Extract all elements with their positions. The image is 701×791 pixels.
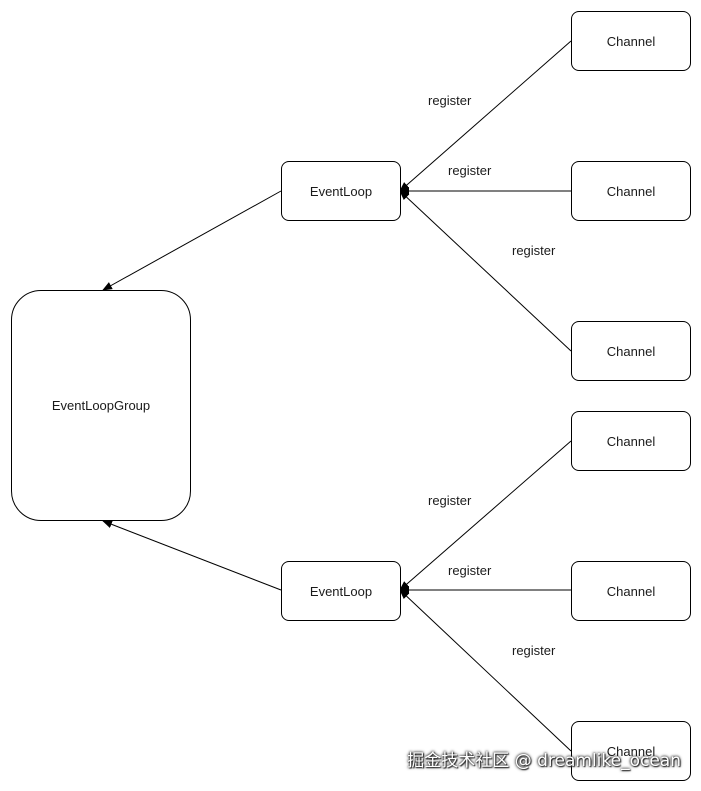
eventloop-node-2[interactable]: EventLoop (281, 561, 401, 621)
eventloop-label: EventLoop (309, 183, 373, 199)
channel-node-3[interactable]: Channel (571, 321, 691, 381)
channel-label: Channel (606, 743, 656, 759)
edge-label-register: register (448, 163, 492, 178)
eventloop-label: EventLoop (309, 583, 373, 599)
channel-label: Channel (606, 343, 656, 359)
edge-channel-6-to-eventloop-2 (399, 589, 572, 752)
eventloopgroup-node[interactable]: EventLoopGroup (11, 290, 191, 521)
edge-label-register: register (428, 493, 472, 508)
eventloop-node-1[interactable]: EventLoop (281, 161, 401, 221)
edge-channel-1-to-eventloop-1 (399, 40, 572, 192)
channel-label: Channel (606, 433, 656, 449)
edge-eventloop-2-to-group (102, 520, 282, 591)
channel-label: Channel (606, 183, 656, 199)
eventloopgroup-label: EventLoopGroup (51, 398, 151, 413)
channel-node-6[interactable]: Channel (571, 721, 691, 781)
edge-channel-3-to-eventloop-1 (399, 190, 572, 352)
edge-label-register: register (512, 243, 556, 258)
edge-label-register: register (512, 643, 556, 658)
channel-node-5[interactable]: Channel (571, 561, 691, 621)
channel-node-1[interactable]: Channel (571, 11, 691, 71)
channel-node-4[interactable]: Channel (571, 411, 691, 471)
edge-eventloop-1-to-group (102, 190, 282, 291)
edge-label-register: register (428, 93, 472, 108)
edge-label-register: register (448, 563, 492, 578)
channel-node-2[interactable]: Channel (571, 161, 691, 221)
watermark: 掘金技术社区 @ dreamlike_ocean (407, 751, 681, 771)
channel-label: Channel (606, 583, 656, 599)
edge-channel-4-to-eventloop-2 (399, 440, 572, 591)
channel-label: Channel (606, 33, 656, 49)
